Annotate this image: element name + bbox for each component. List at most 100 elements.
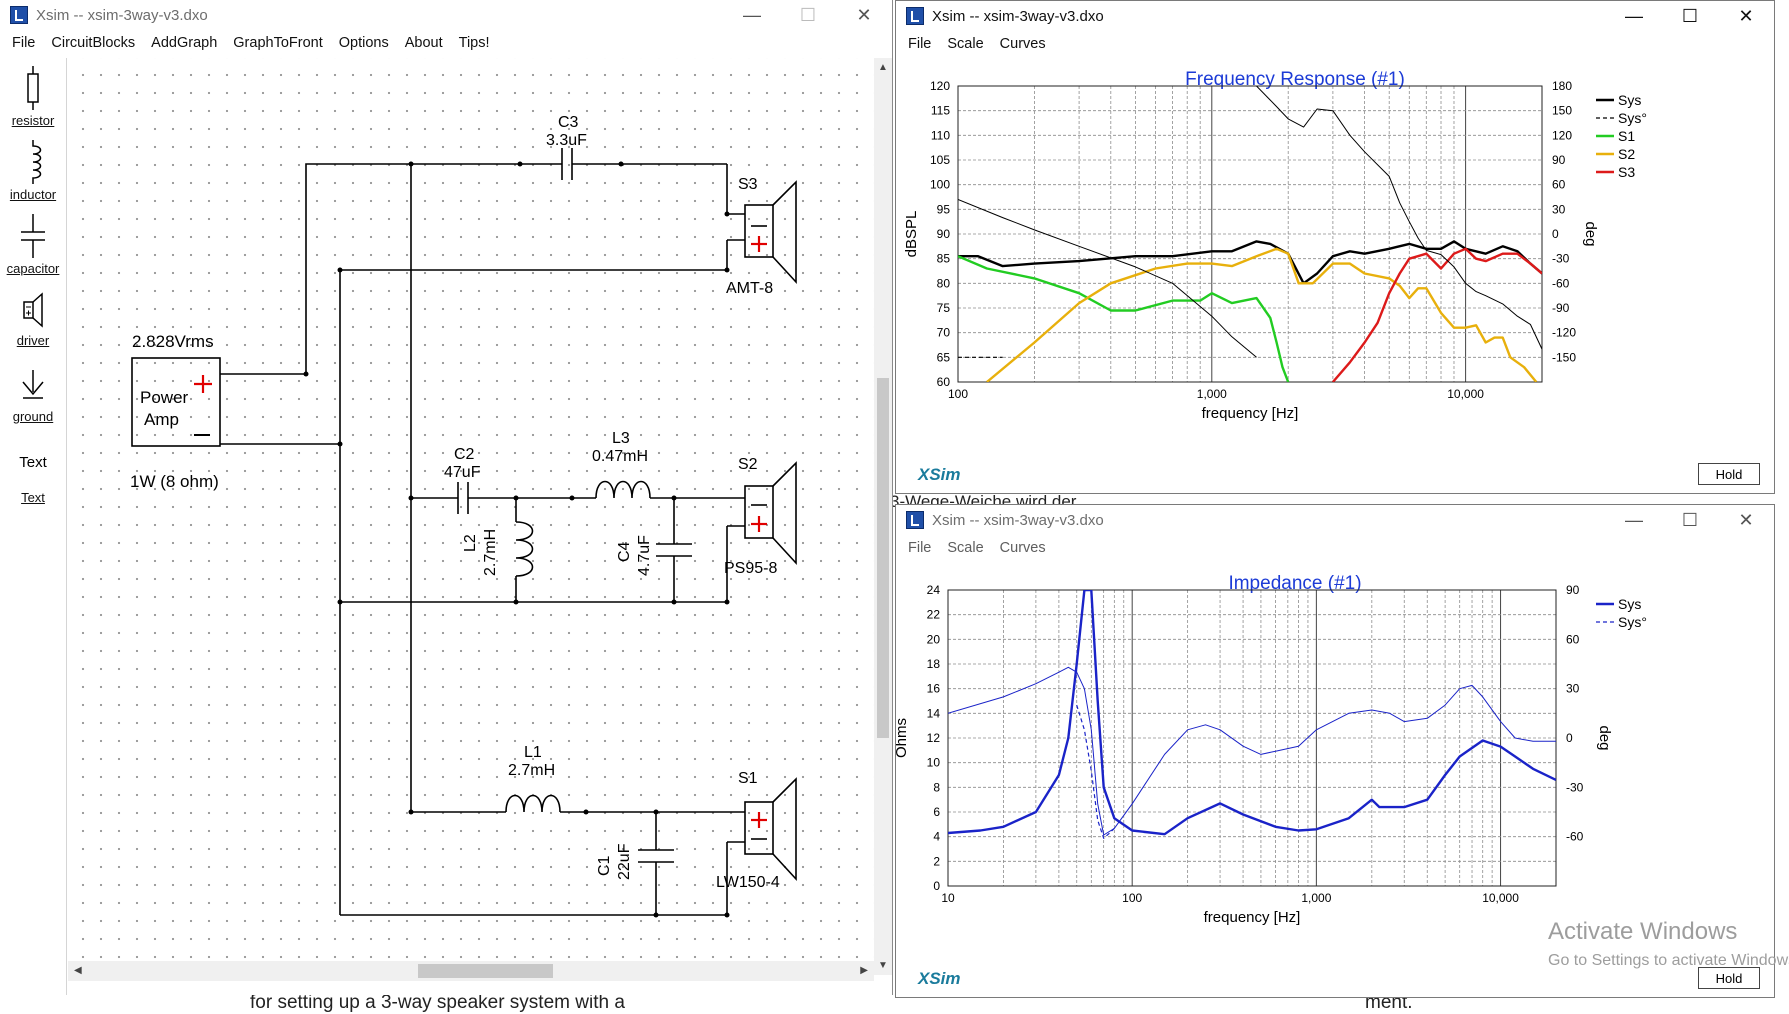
horizontal-scroll-thumb[interactable] [418,964,553,978]
x-axis-label: frequency [Hz] [1204,909,1301,926]
menu-circuitblocks[interactable]: CircuitBlocks [51,35,136,51]
tool-text-link[interactable]: Text [0,490,66,505]
menu-options[interactable]: Options [338,35,389,51]
l2-value: 2.7mH [482,528,499,576]
fr-titlebar[interactable]: Xsim -- xsim-3way-v3.dxo — ☐ ✕ [896,1,1774,31]
y-tick-label: 100 [930,178,950,192]
amp-label-line2: Amp [144,410,179,429]
menu-about[interactable]: About [404,35,443,51]
c4-name: C4 [616,541,633,562]
menu-scale[interactable]: Scale [947,36,984,52]
series-line-s1 [958,255,1290,382]
legend-label: S3 [1618,164,1635,180]
maximize-button[interactable]: ☐ [799,4,817,25]
xsim-logo: XSim [918,465,961,484]
tool-inductor[interactable]: inductor [0,140,66,202]
tool-ground[interactable]: ground [0,366,66,424]
y-tick-label: 2 [933,854,940,868]
x-tick-label: 1,000 [1301,891,1331,905]
amp-rating-label: 1W (8 ohm) [130,472,219,491]
tool-driver[interactable]: driver [0,290,66,348]
menu-file[interactable]: File [908,540,932,556]
y-tick-label: 24 [927,583,941,597]
y2-tick-label: 150 [1552,104,1572,118]
scroll-up-icon[interactable]: ▲ [878,62,888,73]
scroll-right-icon[interactable]: ▶ [860,965,868,976]
power-amp-box[interactable] [131,357,221,447]
legend-label: S2 [1618,146,1635,162]
close-button[interactable]: ✕ [856,4,872,25]
y-tick-label: 80 [937,276,951,290]
minimize-button[interactable]: — [743,4,761,25]
y2-axis-label: deg [1582,221,1599,246]
hold-button[interactable]: Hold [1698,463,1760,485]
x-tick-label: 10,000 [1447,387,1484,401]
x-tick-label: 10 [941,891,955,905]
driver-s3-icon[interactable] [744,180,797,285]
tool-label: capacitor [6,261,60,276]
y-tick-label: 65 [937,350,951,364]
maximize-button[interactable]: ☐ [1681,509,1699,530]
menu-tips[interactable]: Tips! [458,35,490,51]
menu-addgraph[interactable]: AddGraph [151,35,218,51]
x-axis-label: frequency [Hz] [1202,405,1299,422]
y-tick-label: 8 [933,780,940,794]
series-line-s3 [1331,247,1542,382]
series-line-sys [948,590,1556,836]
schematic-canvas[interactable] [68,58,874,972]
driver-s2-icon[interactable] [744,461,797,566]
minimize-button[interactable]: — [1625,5,1643,26]
scroll-left-icon[interactable]: ◀ [74,965,82,976]
c2-name: C2 [454,446,475,463]
imp-window-title: Xsim -- xsim-3way-v3.dxo [932,511,1104,529]
scroll-down-icon[interactable]: ▼ [878,960,888,971]
vertical-scrollbar[interactable]: ▲ ▼ [874,58,892,975]
series-line-sys [958,240,1542,285]
imp-titlebar[interactable]: Xsim -- xsim-3way-v3.dxo — ☐ ✕ [896,505,1774,535]
frequency-response-window: Xsim -- xsim-3way-v3.dxo — ☐ ✕ File Scal… [895,0,1775,494]
tool-resistor[interactable]: resistor [0,66,66,128]
menu-graphtofront[interactable]: GraphToFront [233,35,323,51]
horizontal-scrollbar[interactable]: ◀ ▶ [68,961,874,981]
vertical-scroll-thumb[interactable] [877,378,889,738]
y2-tick-label: 90 [1552,153,1566,167]
menu-curves[interactable]: Curves [999,36,1046,52]
x-tick-label: 100 [948,387,968,401]
menu-file[interactable]: File [908,36,932,52]
plot-frame [947,589,1557,887]
l1-value: 2.7mH [508,762,556,779]
tool-capacitor[interactable]: capacitor [0,214,66,276]
series-line-sys-phase [958,86,1542,358]
app-icon [10,6,28,24]
y-tick-label: 0 [933,879,940,893]
menu-scale[interactable]: Scale [947,540,984,556]
tool-text[interactable]: Text [0,454,66,471]
minimize-button[interactable]: — [1625,509,1643,530]
x-tick-label: 100 [1122,891,1142,905]
y-tick-label: 10 [927,756,941,770]
menu-file[interactable]: File [12,35,36,51]
maximize-button[interactable]: ☐ [1681,5,1699,26]
y2-tick-label: 60 [1566,632,1580,646]
close-button[interactable]: ✕ [1738,509,1754,530]
close-button[interactable]: ✕ [1738,5,1754,26]
legend-label: Sys [1618,92,1641,108]
y2-tick-label: 60 [1552,178,1566,192]
fr-window-title: Xsim -- xsim-3way-v3.dxo [932,7,1104,25]
inductor-icon [32,140,42,184]
driver-s1-icon[interactable] [744,777,797,882]
schematic-titlebar[interactable]: Xsim -- xsim-3way-v3.dxo — ☐ ✕ [0,0,892,30]
activate-windows-title: Activate Windows [1548,918,1738,945]
y-tick-label: 4 [933,830,940,844]
legend-label: Sys [1618,596,1641,612]
source-voltage-label: 2.828Vrms [132,332,214,351]
app-icon [906,7,924,25]
y-tick-label: 12 [927,731,941,745]
imp-chart-title: Impedance (#1) [1228,573,1362,594]
menu-curves[interactable]: Curves [999,540,1046,556]
y2-tick-label: 30 [1566,682,1580,696]
s1-model: LW150-4 [716,874,780,891]
hold-button[interactable]: Hold [1698,967,1760,989]
y2-tick-label: 180 [1552,79,1572,93]
